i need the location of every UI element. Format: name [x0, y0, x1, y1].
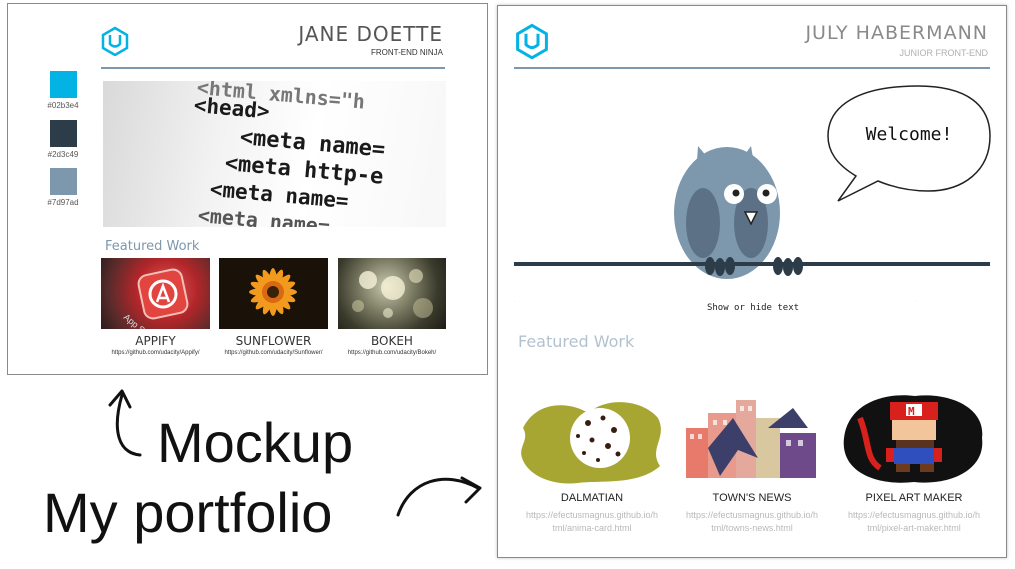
project-thumb-dalmatian[interactable]	[518, 388, 666, 488]
portfolio-featured-title: Featured Work	[518, 332, 635, 351]
project-url-line1: https://efectusmagnus.github.io/h	[847, 510, 981, 520]
swatch-dark	[50, 120, 77, 147]
mockup-panel: JANE DOETTE FRONT-END NINJA #02b3e4 #2d3…	[7, 3, 488, 375]
project-title: DALMATIAN	[560, 492, 624, 504]
svg-text:M: M	[908, 405, 915, 418]
toggle-text-button[interactable]: Show or hide text	[706, 303, 800, 313]
header-divider	[514, 67, 990, 69]
header-divider	[101, 67, 445, 69]
swatch-slate-label: #7d97ad	[47, 198, 79, 207]
project-url[interactable]: https://efectusmagnus.github.io/h tml/an…	[513, 509, 671, 535]
project-url[interactable]: https://github.com/udacity/Sunflower/	[224, 350, 323, 356]
owl-illustration	[514, 85, 991, 302]
portfolio-name: JULY HABERMANN	[805, 22, 988, 44]
mockup-role: FRONT-END NINJA	[371, 48, 443, 57]
hero-code-image: <html xmlns="h <head> <meta name= <meta …	[103, 81, 446, 227]
portfolio-panel: JULY HABERMANN JUNIOR FRONT-END Welcome!…	[497, 5, 1007, 558]
swatch-dark-label: #2d3c49	[47, 150, 79, 159]
project-thumb-appify[interactable]: App St	[101, 258, 210, 329]
project-url[interactable]: https://github.com/udacity/Appify/	[111, 350, 200, 356]
project-thumb-bokeh[interactable]	[338, 258, 446, 329]
project-thumb-sunflower[interactable]	[219, 258, 328, 329]
sunflower-icon	[249, 268, 297, 316]
portfolio-role: JUNIOR FRONT-END	[899, 48, 989, 58]
project-url-line2: tml/anima-card.html	[552, 523, 632, 533]
project-thumb-pixel-art-maker[interactable]: M	[840, 388, 988, 488]
swatch-slate	[50, 168, 77, 195]
speech-bubble-text: Welcome!	[865, 124, 953, 145]
project-title: PIXEL ART MAKER	[865, 492, 963, 504]
pixel-art-icon: M	[843, 395, 983, 483]
project-url[interactable]: https://efectusmagnus.github.io/h tml/pi…	[835, 509, 993, 535]
project-title: BOKEH	[371, 334, 413, 348]
mockup-name: JANE DOETTE	[298, 22, 443, 46]
swatch-blue	[50, 71, 77, 98]
project-url-line2: tml/pixel-art-maker.html	[867, 523, 961, 533]
dalmatian-icon	[521, 402, 661, 484]
project-title: TOWN'S NEWS	[712, 492, 792, 504]
caption-portfolio: My portfolio	[43, 481, 333, 544]
curved-arrow-up-icon	[108, 389, 142, 457]
swatch-blue-label: #02b3e4	[47, 101, 79, 110]
project-title: SUNFLOWER	[235, 334, 312, 348]
app-store-icon: App St	[122, 268, 189, 329]
udacity-logo-icon	[101, 26, 129, 56]
bokeh-icon	[352, 269, 433, 318]
project-url-line2: tml/towns-news.html	[711, 523, 793, 533]
caption-mockup: Mockup	[157, 411, 354, 474]
udacity-logo-icon	[516, 23, 548, 59]
project-thumb-towns-news[interactable]	[678, 388, 826, 488]
mockup-featured-title: Featured Work	[105, 239, 200, 254]
project-url[interactable]: https://github.com/udacity/Bokeh/	[347, 350, 437, 356]
project-title: APPIFY	[135, 334, 176, 348]
project-url[interactable]: https://efectusmagnus.github.io/h tml/to…	[673, 509, 831, 535]
project-url-line1: https://efectusmagnus.github.io/h	[685, 510, 819, 520]
curved-arrow-right-icon	[396, 476, 482, 517]
towns-news-icon	[686, 400, 816, 478]
project-url-line1: https://efectusmagnus.github.io/h	[525, 510, 659, 520]
